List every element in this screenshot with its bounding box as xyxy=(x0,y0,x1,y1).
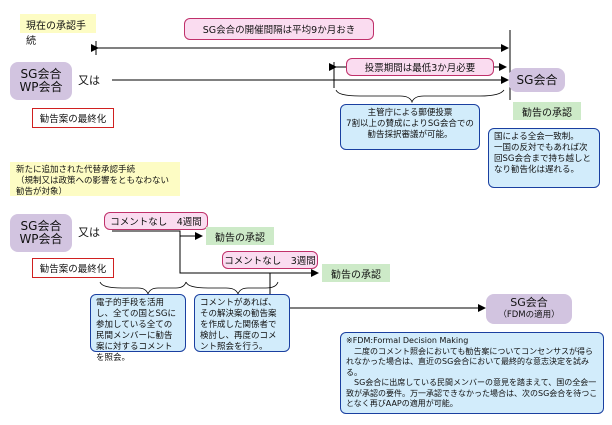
alt-sg-meeting-node: SG会合 （FDMの適用） xyxy=(486,294,572,324)
node-sg: SG会合 xyxy=(20,67,62,81)
node-wp: WP会合 xyxy=(19,232,63,246)
alt-flow-2 xyxy=(179,236,319,277)
voting-brace xyxy=(335,89,505,104)
approval-after-3weeks: 勧告の承認 xyxy=(322,264,390,282)
fdm-label: （FDMの適用） xyxy=(498,310,560,320)
node-wp: WP会合 xyxy=(19,80,63,94)
current-sg-meeting-node: SG会合 xyxy=(509,68,565,92)
unanimous-note: 国による全会一致制。 一国の反対でもあれば次回SG会合まで持ち越しとなり勧告化は… xyxy=(488,128,600,188)
brace-2 xyxy=(185,281,279,296)
finalize-draft-label: 勧告案の最終化 xyxy=(32,108,114,128)
fdm-note: ※FDM:Formal Decision Making 二度のコメント照会におい… xyxy=(340,332,604,414)
approval-after-4weeks: 勧告の承認 xyxy=(206,227,274,245)
comment-period-3weeks: コメントなし 3週間 xyxy=(222,251,318,269)
alt-flow-1 xyxy=(112,230,203,240)
current-procedure-title: 現在の承認手続 xyxy=(20,14,96,47)
interval-label: SG会合の開催間隔は平均9か月おき xyxy=(184,18,374,40)
alternative-procedure-title: 新たに追加された代替承認手続 （規制又は政策への影響をともなわない勧告が対象） xyxy=(10,162,180,197)
postal-vote-note: 主管庁による郵便投票 7割以上の賛成によりSG会合での勧告採択審議が可能。 xyxy=(340,104,480,150)
alt-finalize-draft-label: 勧告案の最終化 xyxy=(32,258,114,278)
comment-resolution-note: コメントがあれば、その解決案の勧告案を作成した関係者で検討し、再度のコメント照会… xyxy=(194,294,290,352)
alt-meeting-node: SG会合 WP会合 xyxy=(10,214,72,252)
alt-sg-label: SG会合 xyxy=(510,296,548,309)
current-approval-label: 勧告の承認 xyxy=(513,102,581,120)
voting-period-label: 投票期間は最低3か月必要 xyxy=(346,58,494,76)
or-label: 又は xyxy=(78,74,100,87)
brace-1 xyxy=(99,281,187,296)
comment-period-4weeks: コメントなし 4週間 xyxy=(104,212,208,230)
electronic-comment-note: 電子的手段を活用し、全ての国とSGに参加している全ての民間メンバーに勧告案に対す… xyxy=(90,294,186,363)
or-label: 又は xyxy=(78,226,100,239)
current-meeting-node: SG会合 WP会合 xyxy=(10,62,72,100)
node-sg: SG会合 xyxy=(20,219,62,233)
